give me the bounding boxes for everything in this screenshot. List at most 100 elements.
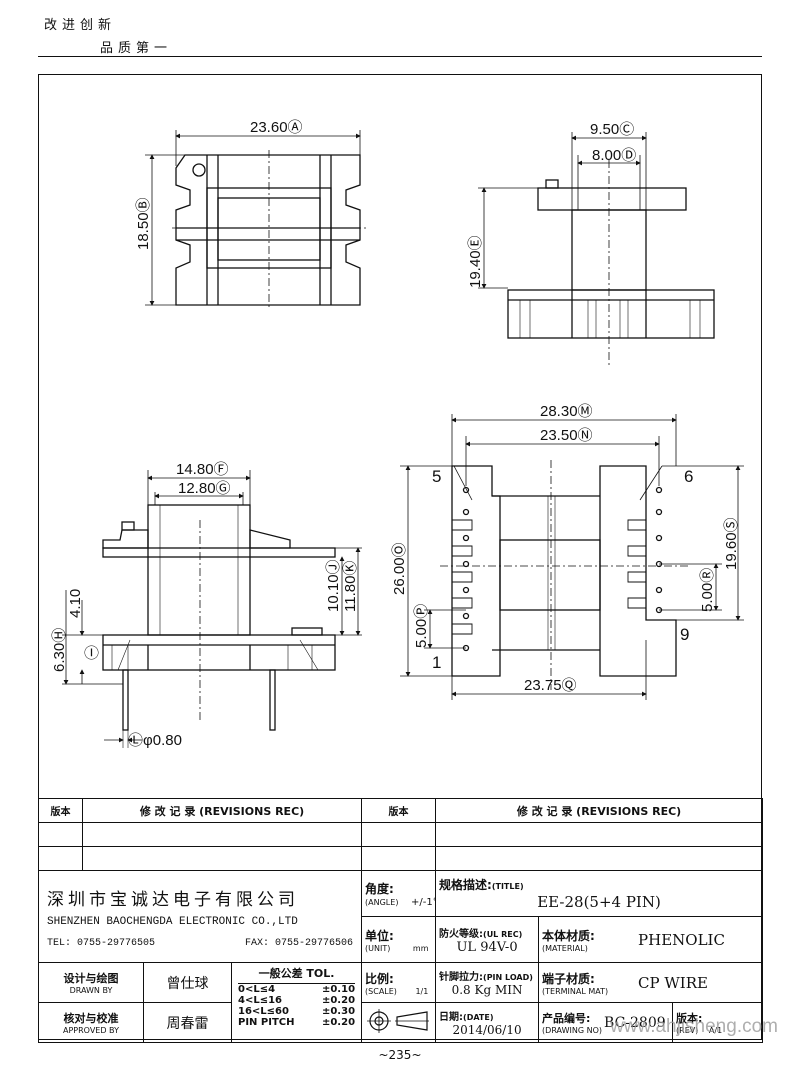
- title-label: 规格描述:: [439, 878, 492, 892]
- top-right-view: [478, 132, 715, 365]
- watermark: www.ahjisheng.com: [610, 1016, 778, 1037]
- tol-range-4: PIN PITCH: [238, 1017, 295, 1028]
- rev-label-en: (REV): [676, 1026, 699, 1035]
- angle-label-en: (ANGLE): [365, 897, 399, 907]
- tol-value-3: ±0.30: [321, 1006, 356, 1017]
- rev-label-left: 版本: [38, 798, 83, 823]
- company-name-en: SHENZHEN BAOCHENGDA ELECTRONIC CO.,LTD: [47, 915, 298, 928]
- dim-n: 23.50Ⓝ: [540, 427, 593, 444]
- slogan-line2: 品质第一: [100, 41, 173, 56]
- terminal-cell: 端子材质: (TERMINAL MAT) CP WIRE: [538, 962, 764, 1003]
- unit-cell: 单位: (UNIT) mm: [361, 916, 437, 963]
- title-cell: 规格描述:(TITLE) EE-28(5+4 PIN): [435, 870, 764, 917]
- tol-range-2: 4<L≤16: [238, 995, 283, 1006]
- tol-value-1: ±0.10: [321, 984, 356, 995]
- dim-i: Ⓘ: [84, 645, 99, 662]
- rev-cell: 版本: (REV) A/1: [672, 1002, 764, 1043]
- pin-5-label: 5: [432, 467, 441, 486]
- front-view: [400, 414, 744, 700]
- pin-load-value: 0.8 Kg MIN: [451, 983, 523, 997]
- scale-label-en: (SCALE): [365, 986, 397, 996]
- dim-r: 5.00Ⓡ: [699, 568, 716, 612]
- date-value: 2014/06/10: [452, 1023, 522, 1037]
- drawing-no-label-en: (DRAWING NO): [542, 1026, 602, 1035]
- approved-label-en: APPROVED BY: [62, 1026, 119, 1035]
- dim-l: Ⓛφ0.80: [128, 732, 182, 749]
- material-cell: 本体材质: (MATERIAL) PHENOLIC: [538, 916, 764, 963]
- company-name-cn: 深圳市宝诚达电子有限公司: [47, 889, 299, 910]
- dim-o: 26.00Ⓞ: [391, 542, 408, 595]
- company-fax: FAX: 0755-29776506: [245, 937, 354, 949]
- dim-h: 6.30Ⓗ: [51, 628, 68, 672]
- drawn-label-en: DRAWN BY: [69, 986, 113, 995]
- tolerance-cell: 一般公差 TOL. 0<L≤4 ±0.10 4<L≤16 ±0.20 16<L≤60…: [230, 962, 363, 1043]
- scale-cell: 比例: (SCALE) 1/1: [361, 962, 437, 1003]
- dim-a: 23.60Ⓐ: [250, 119, 303, 136]
- drawn-value: 曾仕球: [143, 962, 232, 1003]
- dim-p: 5.00Ⓟ: [413, 604, 430, 648]
- material-label: 本体材质:: [542, 928, 595, 943]
- header-divider: [38, 56, 762, 57]
- dim-f: 14.80Ⓕ: [176, 461, 229, 478]
- material-value: PHENOLIC: [638, 930, 725, 949]
- unit-label-en: (UNIT): [365, 943, 391, 953]
- material-label-en: (MATERIAL): [542, 943, 588, 953]
- dim-m: 28.30Ⓜ: [540, 403, 593, 420]
- date-cell: 日期:(DATE) 2014/06/10: [435, 1002, 540, 1043]
- company-tel: TEL: 0755-29776505: [47, 937, 156, 949]
- rev-label: 版本:: [676, 1012, 703, 1025]
- scale-label: 比例:: [365, 971, 394, 986]
- unit-label: 单位:: [365, 928, 394, 943]
- page-number: ~235~: [378, 1048, 422, 1062]
- rev-label-right: 版本: [361, 798, 437, 823]
- pin-load-label-en: (PIN LOAD): [483, 973, 533, 982]
- tol-value-2: ±0.20: [321, 995, 356, 1006]
- projection-symbol-icon: [366, 1009, 429, 1033]
- date-label: 日期:: [439, 1012, 464, 1023]
- tolerance-title: 一般公差 TOL.: [238, 965, 356, 984]
- drawing-no-label: 产品编号:: [542, 1012, 591, 1025]
- dim-k: 11.80Ⓚ: [342, 561, 359, 612]
- terminal-label-en: (TERMINAL MAT): [542, 986, 609, 996]
- approved-value: 周春雷: [143, 1002, 232, 1043]
- drawn-label-cell: 设计与绘图 DRAWN BY: [38, 962, 144, 1003]
- scale-value: 1/1: [415, 986, 429, 996]
- dim-s: 19.60Ⓢ: [723, 517, 740, 570]
- fire-value: UL 94V-0: [456, 939, 518, 955]
- pin-1-label: 1: [432, 653, 441, 672]
- angle-cell: 角度: (ANGLE) +/-1°: [361, 870, 437, 917]
- date-label-en: (DATE): [463, 1013, 494, 1022]
- terminal-label: 端子材质:: [542, 971, 595, 986]
- company-block: 深圳市宝诚达电子有限公司 SHENZHEN BAOCHENGDA ELECTRO…: [37, 870, 363, 963]
- angle-value: +/-1°: [411, 896, 436, 908]
- approved-label: 核对与校准: [63, 1012, 119, 1025]
- dim-h-note: 4.10: [67, 589, 84, 618]
- unit-value: mm: [412, 943, 429, 953]
- title-value: EE-28(5+4 PIN): [537, 893, 661, 911]
- rev-record-left: 修 改 记 录 (REVISIONS REC): [81, 798, 363, 823]
- top-left-view: [145, 130, 366, 310]
- tol-value-4: ±0.20: [321, 1017, 356, 1028]
- dim-c: 9.50Ⓒ: [590, 121, 634, 138]
- projection-symbol-cell: [361, 1002, 437, 1043]
- slogan-line1: 改进创新: [44, 18, 117, 33]
- fire-cell: 防火等级:(UL REC) UL 94V-0: [435, 916, 540, 963]
- angle-label: 角度:: [365, 881, 394, 896]
- rev-record-right: 修 改 记 录 (REVISIONS REC): [435, 798, 764, 823]
- dim-j: 10.10Ⓙ: [325, 559, 342, 612]
- fire-label-en: (UL REC): [483, 929, 523, 939]
- dim-d: 8.00Ⓓ: [592, 147, 636, 164]
- title-block: 版本 修 改 记 录 (REVISIONS REC) 版本 修 改 记 录 (R…: [37, 798, 764, 1043]
- technical-drawing: 23.60Ⓐ 18.50Ⓑ 9.50Ⓒ 8.00Ⓓ 19.40Ⓔ 14.80Ⓕ …: [51, 119, 744, 749]
- dim-q: 23.75Ⓠ: [524, 677, 577, 694]
- dim-g: 12.80Ⓖ: [178, 480, 231, 497]
- approved-label-cell: 核对与校准 APPROVED BY: [38, 1002, 144, 1043]
- tol-range-1: 0<L≤4: [238, 984, 276, 995]
- dim-e: 19.40Ⓔ: [467, 235, 484, 288]
- pin-9-label: 9: [680, 625, 689, 644]
- dim-b: 18.50Ⓑ: [135, 197, 152, 250]
- pin-load-label: 针脚拉力:: [439, 972, 484, 983]
- drawn-label: 设计与绘图: [63, 972, 119, 985]
- tol-range-3: 16<L≤60: [238, 1006, 289, 1017]
- pin-6-label: 6: [684, 467, 693, 486]
